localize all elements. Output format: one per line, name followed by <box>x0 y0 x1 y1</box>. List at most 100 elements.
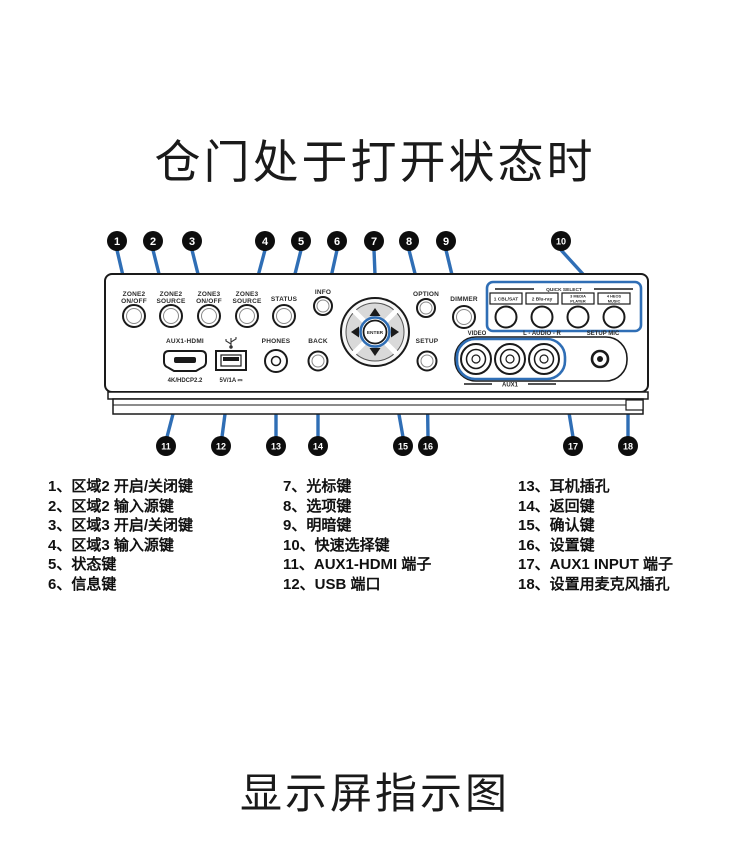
svg-text:14: 14 <box>313 442 323 452</box>
usb-trident-icon <box>225 337 237 349</box>
zone3-source-button: ZONE3 SOURCE <box>232 291 262 328</box>
svg-text:ENTER: ENTER <box>367 330 384 336</box>
svg-text:DIMMER: DIMMER <box>450 296 478 303</box>
svg-text:13: 13 <box>271 442 281 452</box>
callout-11: 11 <box>156 436 176 456</box>
legend-item: 1、区域2 开启/关闭键 <box>48 478 194 495</box>
svg-text:PHONES: PHONES <box>262 338 291 345</box>
legend-item: 8、选项键 <box>283 497 352 515</box>
phones-jack: PHONES <box>262 338 291 373</box>
legend-item: 13、耳机插孔 <box>518 478 610 495</box>
callout-13: 13 <box>266 436 286 456</box>
legend-item: 16、设置键 <box>518 536 595 554</box>
down-arrow-icon <box>369 348 381 356</box>
svg-text:ON/OFF: ON/OFF <box>121 298 147 305</box>
svg-text:5: 5 <box>298 236 304 248</box>
svg-text:1: 1 <box>114 236 120 248</box>
svg-text:ZONE2: ZONE2 <box>123 291 146 298</box>
svg-text:ZONE3: ZONE3 <box>198 291 221 298</box>
legend-item: 18、设置用麦克风插孔 <box>518 575 670 593</box>
svg-text:INFO: INFO <box>315 289 331 296</box>
svg-text:2 Blu-ray: 2 Blu-ray <box>532 297 553 303</box>
callout-9: 9 <box>436 231 456 251</box>
svg-text:7: 7 <box>371 236 377 248</box>
legend-item: 14、返回键 <box>518 497 595 515</box>
quick-select-1-button: 1 CBL/SAT <box>489 292 523 329</box>
legend-item: 2、区域2 输入源键 <box>48 497 174 515</box>
callout-8: 8 <box>399 231 419 251</box>
left-arrow-icon <box>351 326 359 338</box>
callout-7: 7 <box>364 231 384 251</box>
svg-text:9: 9 <box>443 236 449 248</box>
quick-select-block: QUICK SELECT 1 CBL/SAT 2 Blu-ray 3 MEDIA… <box>485 280 643 333</box>
callout-14: 14 <box>308 436 328 456</box>
svg-text:BACK: BACK <box>308 338 328 345</box>
svg-text:12: 12 <box>216 442 226 452</box>
quick-select-4-button: 4 HEOS MUSIC <box>597 292 631 329</box>
callout-18: 18 <box>618 436 638 456</box>
callout-4: 4 <box>255 231 275 251</box>
dimmer-button: DIMMER <box>450 296 478 329</box>
svg-text:SOURCE: SOURCE <box>156 298 185 305</box>
callout-5: 5 <box>291 231 311 251</box>
svg-text:8: 8 <box>406 236 412 248</box>
svg-text:STATUS: STATUS <box>271 296 298 303</box>
quick-select-header: QUICK SELECT <box>546 287 582 293</box>
quick-select-2-button: 2 Blu-ray <box>525 292 559 329</box>
callout-12: 12 <box>211 436 231 456</box>
page-title: 仓门处于打开状态时 <box>154 136 596 188</box>
legend-item: 6、信息键 <box>48 575 117 593</box>
info-button: INFO <box>313 289 333 316</box>
enter-button: ENTER <box>362 319 388 345</box>
setup-mic-jack <box>590 349 610 369</box>
svg-text:3: 3 <box>189 236 195 248</box>
callout-6: 6 <box>327 231 347 251</box>
audio-left-rca-jack <box>494 343 526 375</box>
legend-item: 17、AUX1 INPUT 端子 <box>518 556 674 574</box>
back-button: BACK <box>307 338 329 372</box>
svg-text:SETUP: SETUP <box>416 338 439 345</box>
callout-15: 15 <box>393 436 413 456</box>
svg-text:5V/1A ⎓: 5V/1A ⎓ <box>220 378 243 384</box>
open-door-ledge <box>107 391 649 415</box>
audio-right-rca-jack <box>528 343 560 375</box>
svg-text:SETUP MIC: SETUP MIC <box>587 331 620 337</box>
up-arrow-icon <box>369 308 381 316</box>
svg-text:16: 16 <box>423 442 433 452</box>
svg-text:18: 18 <box>623 442 633 452</box>
svg-text:AUX1-HDMI: AUX1-HDMI <box>166 338 204 345</box>
svg-text:10: 10 <box>556 237 566 247</box>
callout-1: 1 <box>107 231 127 251</box>
cursor-pad: ENTER <box>340 297 410 367</box>
callout-17: 17 <box>563 436 583 456</box>
aux1-highlight <box>455 337 567 381</box>
svg-text:4K/HDCP2.2: 4K/HDCP2.2 <box>168 378 203 384</box>
svg-text:MUSIC: MUSIC <box>608 299 621 304</box>
svg-text:4 HEOS: 4 HEOS <box>607 294 622 299</box>
aux1-input-block: VIDEO L - AUDIO - R SETUP MIC AUX1 <box>454 331 628 389</box>
svg-text:1 CBL/SAT: 1 CBL/SAT <box>494 297 518 303</box>
svg-text:PLAYER: PLAYER <box>570 299 586 304</box>
callout-16: 16 <box>418 436 438 456</box>
svg-text:ZONE3: ZONE3 <box>236 291 259 298</box>
svg-text:6: 6 <box>334 236 340 248</box>
setup-button: SETUP <box>416 338 439 372</box>
svg-text:4: 4 <box>262 236 269 248</box>
status-button: STATUS <box>271 296 298 328</box>
legend-column-2: 7、光标键 8、选项键 9、明暗键 10、快速选择键 11、AUX1-HDMI … <box>283 477 515 595</box>
svg-text:17: 17 <box>568 442 578 452</box>
zone2-source-button: ZONE2 SOURCE <box>156 291 186 328</box>
zone2-onoff-button: ZONE2 ON/OFF <box>121 291 147 328</box>
legend-item: 11、AUX1-HDMI 端子 <box>283 556 432 574</box>
option-button: OPTION <box>413 291 439 318</box>
legend-column-1: 1、区域2 开启/关闭键 2、区域2 输入源键 3、区域3 开启/关闭键 4、区… <box>48 477 280 595</box>
quick-select-highlight <box>485 280 643 333</box>
section-title: 显示屏指示图 <box>239 770 510 817</box>
svg-text:15: 15 <box>398 442 408 452</box>
svg-text:ON/OFF: ON/OFF <box>196 298 222 305</box>
callout-2: 2 <box>143 231 163 251</box>
svg-text:VIDEO: VIDEO <box>468 331 487 337</box>
right-arrow-icon <box>391 326 399 338</box>
